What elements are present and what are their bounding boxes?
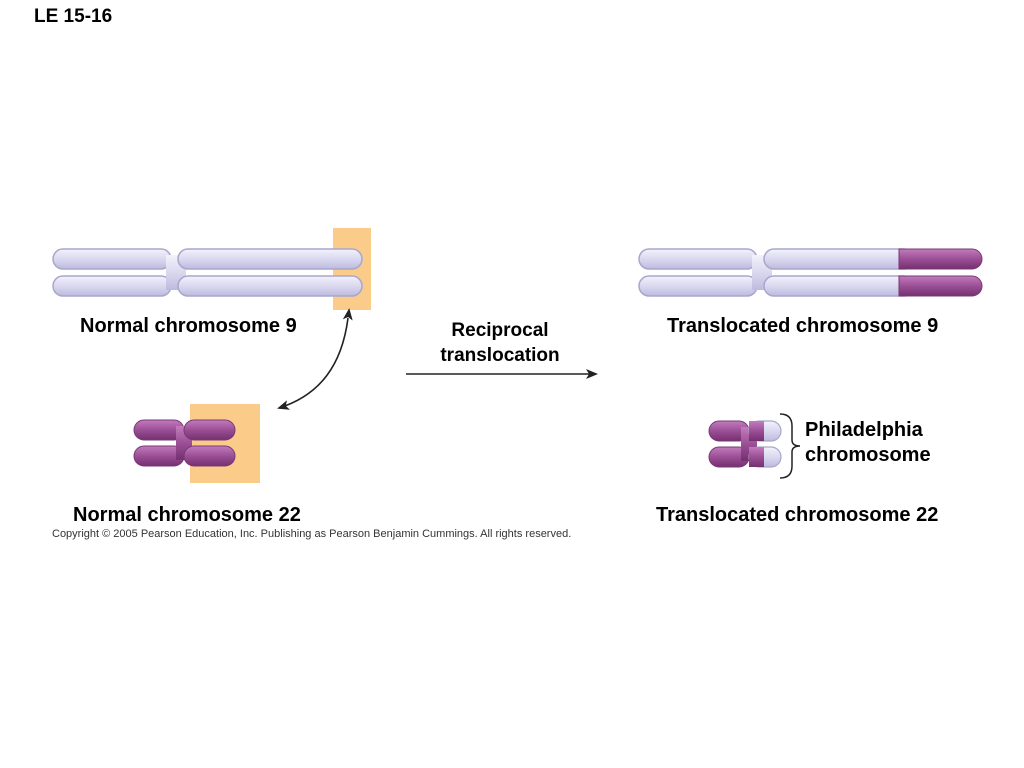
reciprocal-line-2: translocation (440, 345, 560, 366)
normal-chromosome-9 (52, 228, 371, 310)
normal-chromosome-22 (133, 404, 260, 483)
translocated-chromosome-22 (708, 420, 782, 468)
philadelphia-brace (779, 413, 801, 479)
copyright-notice: Copyright © 2005 Pearson Education, Inc.… (52, 528, 572, 540)
reciprocal-line-1: Reciprocal (451, 320, 549, 341)
slide-title: LE 15-16 (34, 6, 113, 27)
label-normal-chromosome-22: Normal chromosome 22 (73, 504, 301, 526)
label-translocated-chromosome-9: Translocated chromosome 9 (667, 315, 939, 337)
label-reciprocal-translocation: Reciprocal translocation (420, 318, 580, 368)
label-normal-chromosome-9: Normal chromosome 9 (80, 315, 297, 337)
label-philadelphia-chromosome: Philadelphia chromosome (805, 418, 931, 468)
exchange-arrow (277, 308, 353, 410)
chr22-breakpoint-highlight (190, 404, 260, 483)
label-translocated-chromosome-22: Translocated chromosome 22 (656, 504, 939, 526)
philadelphia-line-1: Philadelphia (805, 419, 923, 441)
philadelphia-line-2: chromosome (805, 444, 931, 466)
translocated-chromosome-9 (638, 248, 983, 297)
